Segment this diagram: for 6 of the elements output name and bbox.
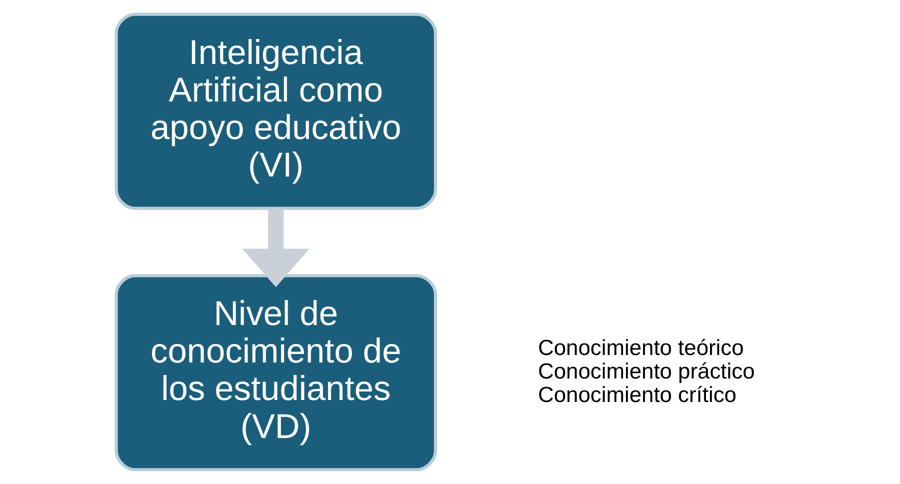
node-label: Conocimiento teórico [538,334,744,360]
node-label: Conocimiento práctico [538,358,755,384]
node-box: Nivel de conocimiento de los estudiantes (VD) [114,274,438,472]
arrow [242,209,310,288]
node-label: Conocimiento crítico [538,382,736,407]
node-box: Inteligencia Artificial como apoyo educativo (VI) [114,12,438,210]
